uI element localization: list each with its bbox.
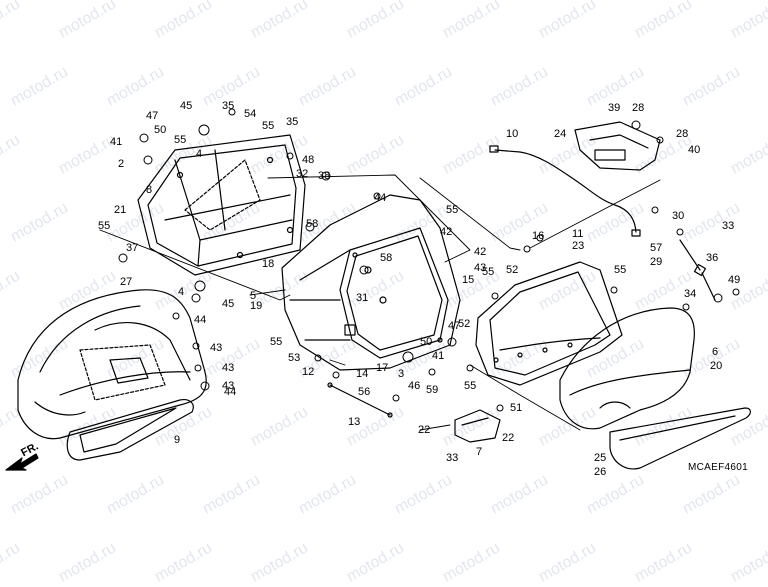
trim-strip	[609, 407, 751, 470]
leader-lines	[99, 174, 661, 431]
center-inner-case	[281, 194, 461, 371]
right-inner-panel	[475, 261, 623, 386]
right-outer-lid	[559, 307, 695, 430]
cable-13	[327, 382, 393, 418]
gasket-9	[66, 399, 194, 461]
left-outer-lid	[17, 289, 207, 440]
direction-arrow	[5, 453, 39, 471]
latch-7	[454, 409, 501, 443]
left-inner-case	[137, 134, 306, 276]
hardware	[118, 108, 740, 412]
handle-24	[574, 121, 661, 171]
diagram-code: MCAEF4601	[688, 462, 748, 473]
cable-10	[489, 145, 641, 237]
damper-30	[679, 239, 716, 301]
